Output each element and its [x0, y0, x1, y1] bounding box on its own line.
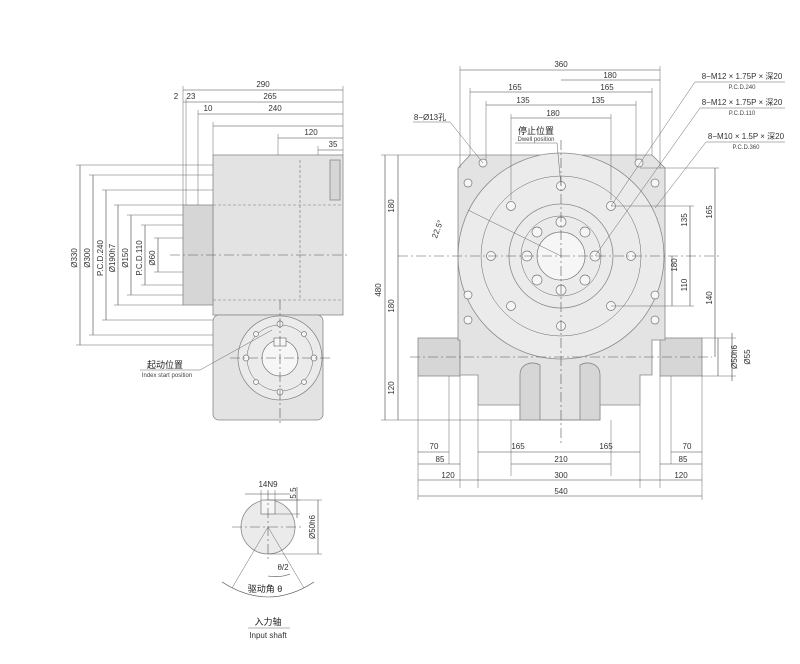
dim-d330: Ø330: [70, 248, 79, 268]
dim-left-180-bottom: 180: [387, 299, 396, 313]
callout-1-pcd: P.C.D.240: [729, 85, 757, 91]
dim-165-right: 165: [600, 83, 614, 92]
shaft-key-label: 14N9: [258, 480, 278, 489]
callout-3-spec: 8−M10 × 1.5P × 深20: [708, 132, 785, 141]
dim-right-140: 140: [705, 291, 714, 305]
dim-bottom-300: 300: [554, 471, 568, 480]
dim-left-180-top: 180: [387, 199, 396, 213]
dwell-label-zh: 停止位置: [518, 125, 554, 136]
callout-2-spec: 8−M12 × 1.75P × 深20: [702, 98, 783, 107]
dim-240: 240: [268, 104, 282, 113]
shaft-title-zh: 入力轴: [254, 616, 281, 627]
index-start-label-en: Index start position: [142, 373, 192, 379]
dim-right-110: 110: [680, 278, 689, 291]
drive-angle-arc: [221, 581, 315, 598]
dim-d60: Ø60: [148, 250, 157, 266]
side-view: 290 2 23 265 10 240 120 35 Ø330 Ø300 P.C…: [70, 80, 350, 425]
dim-d300: Ø300: [83, 248, 92, 268]
angle-label: 22.5°: [430, 219, 445, 240]
dim-bottom-85-left: 85: [436, 455, 445, 464]
half-angle-label: θ/2: [277, 563, 289, 572]
dim-bottom-120-right: 120: [674, 471, 688, 480]
dim-bottom-120-left: 120: [441, 471, 455, 480]
dim-35: 35: [329, 140, 338, 149]
dim-135-right: 135: [591, 96, 605, 105]
dim-10: 10: [204, 104, 213, 113]
dim-bottom-85-right: 85: [679, 455, 688, 464]
dim-bottom-210: 210: [554, 455, 568, 464]
dim-135-left: 135: [516, 96, 530, 105]
dim-right-d55: Ø55: [743, 349, 752, 365]
input-shaft-detail: 14N9 5.5 Ø50h6 θ/2 驱动角 θ 入力轴 Input shaft: [221, 480, 322, 640]
dim-left-480: 480: [374, 283, 383, 297]
callout-3-pcd: P.C.D.360: [733, 145, 761, 151]
shaft-diameter-label: Ø50h6: [308, 514, 317, 539]
dim-bottom-165-left: 165: [511, 442, 525, 451]
dim-23: 23: [187, 92, 196, 101]
dim-120: 120: [304, 128, 318, 137]
dim-180-mid: 180: [546, 109, 560, 118]
dim-d150: Ø150: [121, 248, 130, 268]
dim-bottom-70-right: 70: [683, 442, 692, 451]
dim-bottom-165-right: 165: [599, 442, 613, 451]
front-base-cutout: [519, 362, 601, 421]
dim-right-135: 135: [680, 213, 689, 227]
dim-bottom-70-left: 70: [430, 442, 439, 451]
dim-pcd110: P.C.D.110: [135, 240, 144, 276]
callout-2-pcd: P.C.D.110: [729, 111, 756, 117]
shaft-depth-label: 5.5: [289, 487, 298, 499]
holes-label: 8−Ø13孔: [414, 113, 446, 122]
dwell-label-en: Dwell position: [517, 137, 554, 143]
side-output-boss: [329, 159, 341, 201]
dim-290: 290: [256, 80, 270, 89]
shaft-title-en: Input shaft: [249, 631, 287, 640]
dim-265: 265: [263, 92, 277, 101]
index-start-label-zh: 起动位置: [147, 359, 183, 370]
dim-bottom-540: 540: [554, 487, 568, 496]
dim-2: 2: [174, 92, 179, 101]
side-housing: [212, 154, 344, 316]
front-view: 360 180 165 165 135 135 180 8−Ø13孔 停止位置 …: [374, 60, 785, 500]
dim-left-120: 120: [387, 381, 396, 395]
dim-right-180: 180: [670, 258, 679, 272]
dim-right-d50h6: Ø50h6: [730, 344, 739, 369]
dim-right-165: 165: [705, 205, 714, 219]
dim-165-left: 165: [508, 83, 522, 92]
dim-pcd240: P.C.D.240: [96, 240, 105, 276]
dim-d190h7: Ø190h7: [108, 243, 117, 272]
callout-1-spec: 8−M12 × 1.75P × 深20: [702, 72, 783, 81]
dim-360: 360: [554, 60, 568, 69]
dim-180-top: 180: [603, 71, 617, 80]
drive-angle-label: 驱动角 θ: [248, 583, 283, 594]
